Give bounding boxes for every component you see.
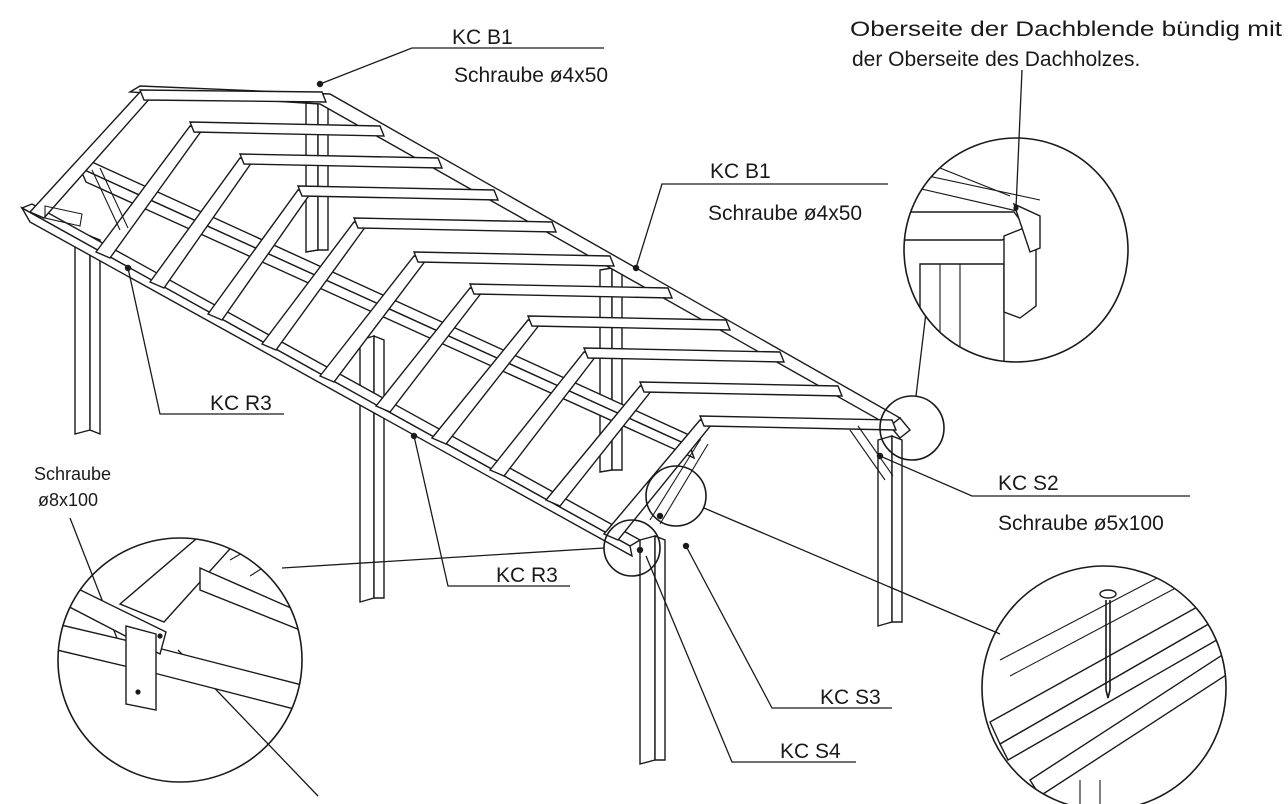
label-screw-b1-mid: Schraube ø4x50 [708,202,862,225]
rafters [28,91,714,541]
detail-roof-fascia [903,137,1129,363]
label-screw-b1-top: Schraube ø4x50 [454,64,608,87]
label-screw-8-line1: Schraube [34,464,111,484]
crossbars [138,89,898,431]
label-note-line2: der Oberseite des Dachholzes. [852,48,1140,71]
leader-lines [69,47,1190,797]
label-kc-s2: KC S2 [998,472,1059,495]
label-kc-b1-top: KC B1 [452,26,513,49]
label-kc-s4: KC S4 [780,740,841,763]
label-screw-s2: Schraube ø5x100 [998,512,1164,535]
label-kc-s3: KC S3 [820,686,881,709]
braces [44,167,894,525]
label-screw-8-line2: ø8x100 [38,490,98,510]
detail-nail [981,565,1227,804]
carport-structure [20,80,945,765]
label-note-line1: Oberseite der Dachblende bündig mit [850,18,1282,41]
detail-marker-right [879,395,945,461]
back-beam [127,85,911,439]
label-kc-r3-left: KC R3 [210,392,272,415]
detail-marker-middle [645,465,707,527]
label-kc-r3-bottom: KC R3 [496,564,558,587]
label-kc-b1-mid: KC B1 [710,160,771,183]
labels: KC B1 Schraube ø4x50 KC B1 Schraube ø4x5… [34,18,1282,763]
